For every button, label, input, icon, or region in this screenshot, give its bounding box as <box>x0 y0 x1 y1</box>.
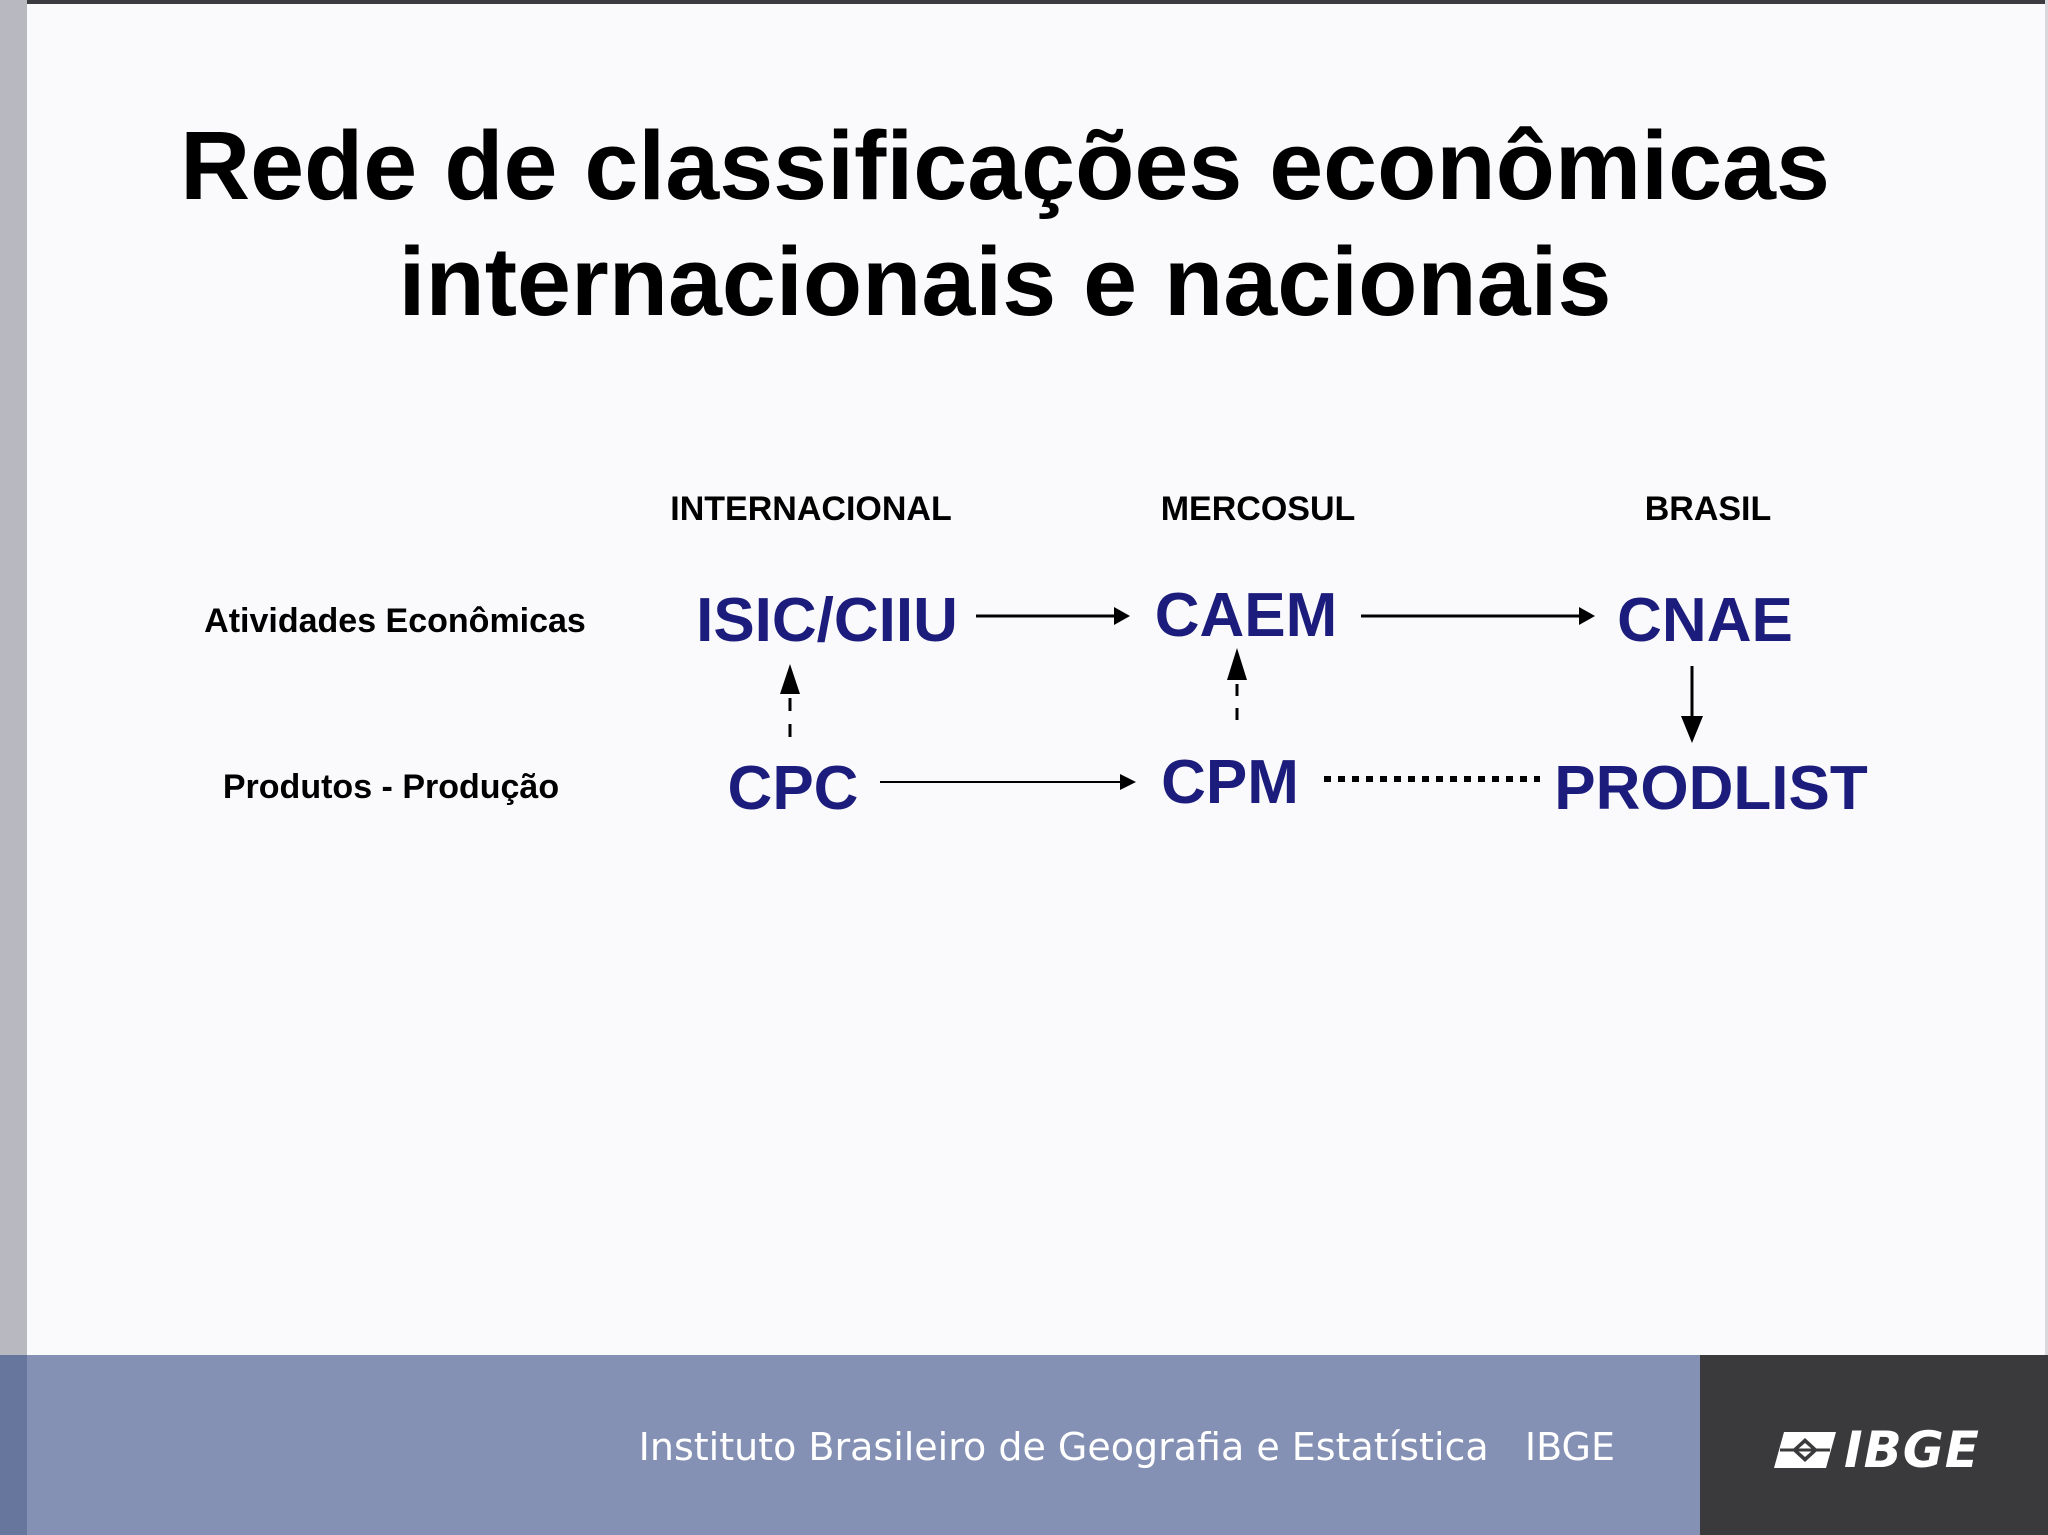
arrow-caem-to-cnae <box>1361 607 1595 625</box>
diagram-connectors <box>780 607 1703 790</box>
arrow-cpm-to-caem <box>1227 648 1247 725</box>
ibge-logo-text: IBGE <box>1844 1421 1980 1479</box>
node-prodlist: PRODLIST <box>1554 754 1868 823</box>
node-caem: CAEM <box>1154 581 1338 650</box>
node-cpm: CPM <box>1161 748 1299 817</box>
node-cnae: CNAE <box>1617 586 1793 655</box>
left-accent-bar <box>0 0 27 1355</box>
column-header-brasil: BRASIL <box>1644 490 1772 528</box>
footer-bar: Instituto Brasileiro de Geografia e Esta… <box>0 1355 2048 1535</box>
footer-institute-name: Instituto Brasileiro de Geografia e Esta… <box>638 1425 1615 1469</box>
arrow-cpc-to-cpm <box>880 774 1136 790</box>
arrow-cpc-to-isic <box>780 664 800 742</box>
right-edge <box>2045 0 2048 1355</box>
column-header-internacional: INTERNACIONAL <box>670 490 952 528</box>
row-label-atividades: Atividades Econômicas <box>204 602 586 640</box>
footer-left-strip <box>0 1355 27 1535</box>
footer-logo-box: IBGE <box>1700 1355 2048 1535</box>
ibge-emblem-icon <box>1774 1432 1836 1468</box>
arrow-isic-to-caem <box>976 607 1130 625</box>
row-label-produtos: Produtos - Produção <box>222 768 560 806</box>
title-line-2: internacionais e nacionais <box>398 227 1612 336</box>
arrow-cnae-to-prodlist <box>1681 666 1703 743</box>
column-header-mercosul: MERCOSUL <box>1160 490 1356 528</box>
top-border <box>0 0 2048 4</box>
title-line-1: Rede de classificações econômicas <box>180 111 1830 220</box>
node-isic-ciiu: ISIC/CIIU <box>696 586 958 655</box>
ibge-logo: IBGE <box>1772 1421 1980 1479</box>
slide-title: Rede de classificações econômicas intern… <box>80 108 1930 340</box>
node-cpc: CPC <box>727 754 859 823</box>
